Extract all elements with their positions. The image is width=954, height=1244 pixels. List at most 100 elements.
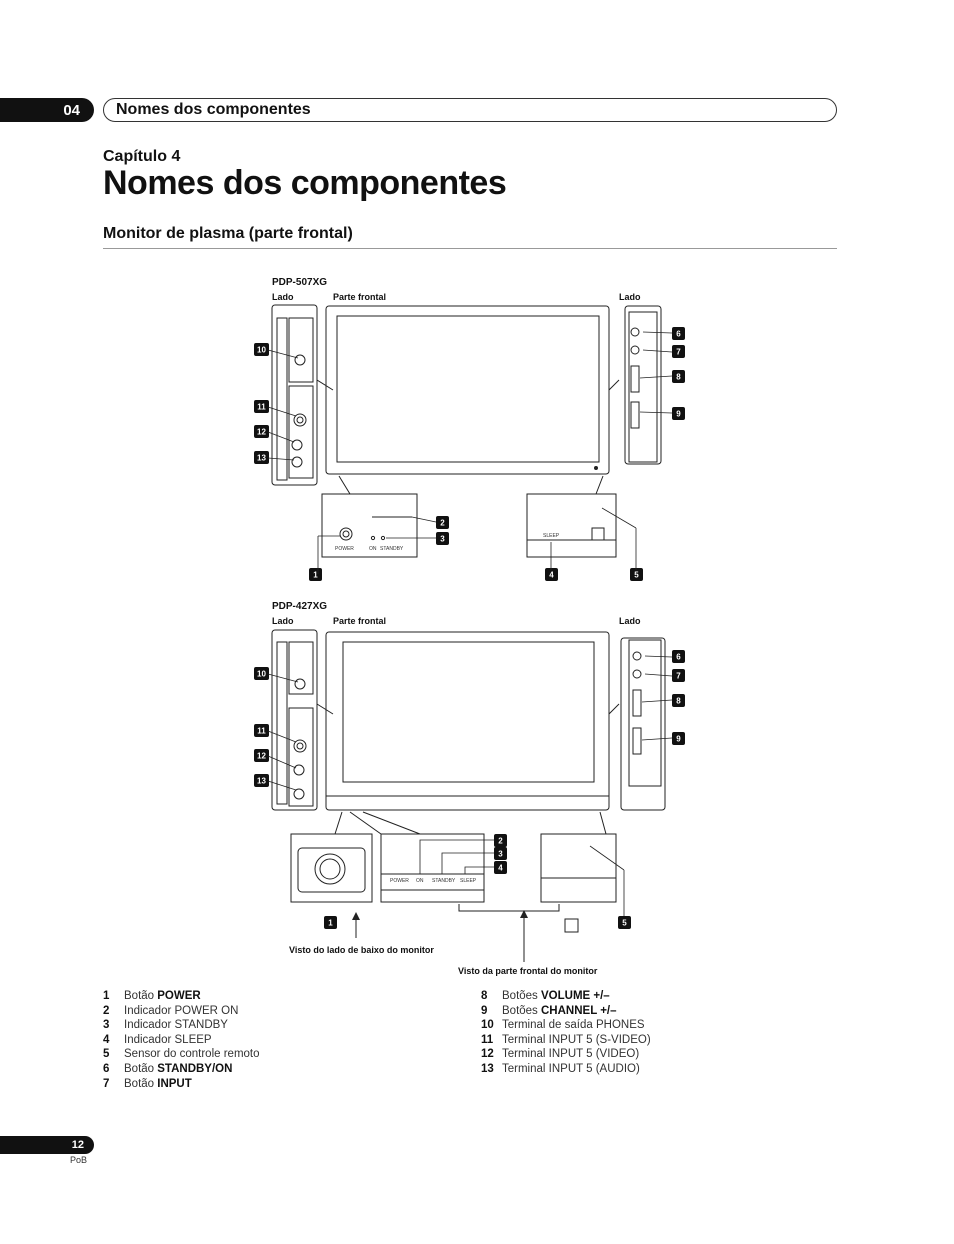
legend-number: 2: [103, 1004, 110, 1017]
callout-box: [254, 749, 269, 762]
bottom-view-caption: Visto do lado de baixo do monitor: [289, 945, 434, 955]
callout-box: [254, 667, 269, 680]
side-panel-left-427: [271, 629, 318, 811]
legend-item: 4 Indicador SLEEP: [103, 1033, 260, 1048]
legend-text-plain: Botão: [124, 990, 158, 1002]
legend-text: Botões CHANNEL +/–: [502, 1004, 617, 1019]
model-label-507: PDP-507XG: [272, 277, 328, 288]
front-label: Parte frontal: [333, 616, 387, 626]
on-text: ON: [369, 546, 377, 552]
legend-text-plain: Botão: [124, 1062, 158, 1075]
legend-item: 8 Botões VOLUME +/–: [481, 989, 651, 1004]
power-detail-507: [321, 493, 418, 558]
legend-text-plain: Terminal de saída PHONES: [502, 1019, 645, 1032]
side-right-label: Lado: [619, 616, 641, 626]
legend-text-plain: Terminal INPUT 5 (S-VIDEO): [502, 1033, 651, 1046]
legend-text: Terminal de saída PHONES: [502, 1018, 645, 1033]
callout-box: [254, 343, 269, 356]
front-view-caption: Visto da parte frontal do monitor: [458, 966, 598, 976]
callout-box: [672, 345, 685, 358]
bottom-view-detail: [290, 833, 373, 903]
callout-number: 12: [257, 428, 266, 437]
callout-box: [672, 407, 685, 420]
legend-text: Botão INPUT: [124, 1077, 192, 1092]
callout-box: [494, 861, 507, 874]
power-text: POWER: [335, 546, 354, 552]
legend-text: Botão POWER: [124, 989, 201, 1004]
legend-text: Sensor do controle remoto: [124, 1047, 260, 1062]
callout-number: 4: [498, 864, 503, 873]
legend-text-plain: Botão: [124, 1077, 158, 1090]
front-label: Parte frontal: [333, 292, 387, 302]
callout-box: [672, 370, 685, 383]
legend-text-plain: Botões: [502, 990, 541, 1002]
section-title: Monitor de plasma (parte frontal): [103, 225, 353, 242]
legend-number: 9: [481, 1004, 488, 1017]
legend-number: 13: [481, 1062, 494, 1075]
page-number: 12: [71, 1139, 84, 1151]
legend-number: 11: [481, 1033, 494, 1046]
callout-number: 2: [498, 837, 503, 846]
legend-text-plain: Indicador POWER ON: [124, 1004, 239, 1017]
chapter-number: 04: [63, 101, 80, 119]
side-left-label: Lado: [272, 292, 294, 302]
indicator-detail-427: [380, 833, 485, 903]
callout-number: 1: [328, 919, 333, 928]
legend-text-plain: Terminal INPUT 5 (AUDIO): [502, 1062, 640, 1075]
monitor-front-427: [325, 631, 610, 811]
sensor-detail-507: [526, 493, 617, 558]
callout-box: [254, 425, 269, 438]
callout-box: [672, 732, 685, 745]
callout-number: 13: [257, 777, 266, 786]
callout-number: 8: [676, 373, 681, 382]
page-number-chip: 12: [0, 1136, 94, 1154]
legend-number: 10: [481, 1019, 494, 1032]
callout-number: 4: [549, 571, 554, 580]
callout-number: 1: [313, 571, 318, 580]
running-header-title: Nomes dos componentes: [116, 101, 311, 118]
legend-text: Indicador SLEEP: [124, 1033, 212, 1048]
side-panel-left-507: [271, 304, 318, 486]
side-panel-right-427: [620, 637, 666, 811]
legend-text-bold: VOLUME +/–: [541, 990, 610, 1002]
callout-number: 8: [676, 697, 681, 706]
side-panel-right-507: [624, 305, 662, 465]
callout-number: 7: [676, 672, 681, 681]
legend-item: 11 Terminal INPUT 5 (S-VIDEO): [481, 1033, 651, 1048]
callout-number: 5: [634, 571, 639, 580]
legend-text-bold: CHANNEL +/–: [541, 1004, 617, 1017]
callout-box: [545, 568, 558, 581]
callout-box: [618, 916, 631, 929]
legend-item: 2 Indicador POWER ON: [103, 1004, 260, 1019]
legend-item: 9 Botões CHANNEL +/–: [481, 1004, 651, 1019]
legend-number: 3: [103, 1019, 110, 1032]
language-code: PoB: [70, 1155, 88, 1165]
callout-box: [630, 568, 643, 581]
legend-number: 4: [103, 1033, 110, 1046]
callout-number: 7: [676, 348, 681, 357]
callout-box: [309, 568, 322, 581]
callout-box: [254, 451, 269, 464]
side-left-label: Lado: [272, 616, 294, 626]
callout-box: [254, 400, 269, 413]
callout-number: 6: [676, 653, 681, 662]
callout-box: [672, 694, 685, 707]
legend-text-bold: POWER: [157, 990, 201, 1002]
legend-number: 8: [481, 990, 488, 1002]
sleep-text: SLEEP: [460, 878, 477, 884]
page-title: Nomes dos componentes: [103, 164, 507, 202]
power-text: POWER: [390, 878, 409, 884]
callout-box: [436, 532, 449, 545]
callout-number: 9: [676, 410, 681, 419]
callout-number: 3: [440, 535, 445, 544]
legend-item: 13 Terminal INPUT 5 (AUDIO): [481, 1062, 651, 1077]
legend-number: 12: [481, 1048, 494, 1061]
